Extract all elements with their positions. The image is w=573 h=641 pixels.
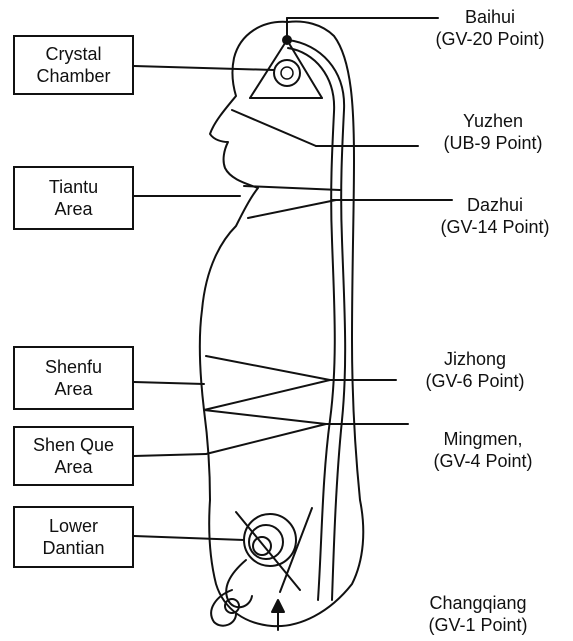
tiantu-area-line1: Tiantu xyxy=(49,176,98,198)
shen-que-area-line1: Shen Que xyxy=(33,434,114,456)
changqiang-name: Changqiang xyxy=(398,592,558,614)
label-box-tiantu-area: Tiantu Area xyxy=(13,166,134,230)
jizhong-name: Jizhong xyxy=(400,348,550,370)
mingmen-name: Mingmen, xyxy=(408,428,558,450)
shenfu-area-line2: Area xyxy=(54,378,92,400)
governing-channel-inner xyxy=(288,48,335,600)
label-mingmen: Mingmen, (GV-4 Point) xyxy=(408,428,558,472)
shenfu-area-line1: Shenfu xyxy=(45,356,102,378)
mingmen-code: (GV-4 Point) xyxy=(408,450,558,472)
connector-shenfu xyxy=(134,382,204,384)
label-dazhui: Dazhui (GV-14 Point) xyxy=(420,194,570,238)
label-jizhong: Jizhong (GV-6 Point) xyxy=(400,348,550,392)
label-box-shenfu-area: Shenfu Area xyxy=(13,346,134,410)
connector-shenque xyxy=(134,454,206,456)
connector-crystal-chamber xyxy=(134,66,274,70)
tiantu-area-line2: Area xyxy=(54,198,92,220)
label-box-crystal-chamber: Crystal Chamber xyxy=(13,35,134,95)
baihui-code: (GV-20 Point) xyxy=(410,28,570,50)
crystal-chamber-circle xyxy=(274,60,300,86)
lower-dantian-line1: Lower xyxy=(49,515,98,537)
label-yuzhen: Yuzhen (UB-9 Point) xyxy=(418,110,568,154)
lower-dantian-line2: Dantian xyxy=(42,537,104,559)
label-box-lower-dantian: Lower Dantian xyxy=(13,506,134,568)
yuzhen-code: (UB-9 Point) xyxy=(418,132,568,154)
baihui-name: Baihui xyxy=(410,6,570,28)
changqiang-code: (GV-1 Point) xyxy=(398,614,558,636)
yuzhen-name: Yuzhen xyxy=(418,110,568,132)
changqiang-arrow xyxy=(272,600,284,612)
crystal-chamber-line1: Crystal xyxy=(45,43,101,65)
dazhui-name: Dazhui xyxy=(420,194,570,216)
shen-que-area-line2: Area xyxy=(54,456,92,478)
jizhong-code: (GV-6 Point) xyxy=(400,370,550,392)
label-baihui: Baihui (GV-20 Point) xyxy=(410,6,570,50)
label-changqiang: Changqiang (GV-1 Point) xyxy=(398,592,558,636)
crystal-chamber-line2: Chamber xyxy=(36,65,110,87)
governing-channel-outer xyxy=(288,40,345,600)
dazhui-code: (GV-14 Point) xyxy=(420,216,570,238)
label-box-shen-que-area: Shen Que Area xyxy=(13,426,134,486)
connector-lower-dantian xyxy=(134,536,244,540)
